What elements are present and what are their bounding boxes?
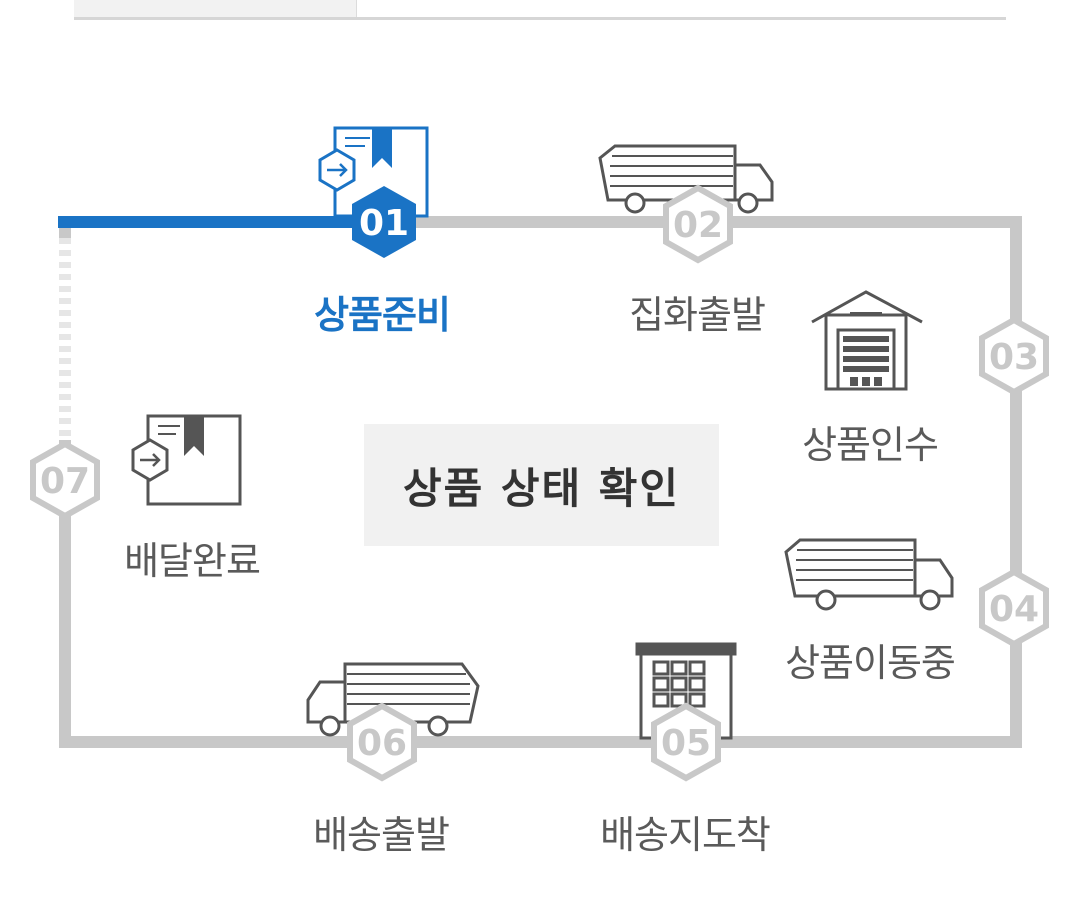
package-box-icon <box>318 126 429 218</box>
step-number-05: 05 <box>661 723 711 764</box>
step-label-01: 상품준비 <box>314 293 451 337</box>
step-label-02: 집화출발 <box>629 293 766 337</box>
step-badge-07[interactable]: 07 <box>30 440 100 520</box>
step-label-03: 상품인수 <box>802 423 939 467</box>
step-number-02: 02 <box>673 205 723 246</box>
step-badge-05[interactable]: 05 <box>651 702 721 782</box>
step-label-07: 배달완료 <box>124 539 261 583</box>
step-number-03: 03 <box>989 337 1039 378</box>
warehouse-icon <box>811 290 923 391</box>
truck-icon <box>784 538 954 611</box>
step-badge-01[interactable]: 01 <box>352 186 416 258</box>
top-tab-bar <box>74 0 1006 20</box>
step-number-06: 06 <box>357 723 407 764</box>
step-badge-06[interactable]: 06 <box>347 702 417 782</box>
step-badge-02[interactable]: 02 <box>663 184 733 264</box>
step-badge-03[interactable]: 03 <box>979 316 1049 396</box>
status-title-box: 상품 상태 확인 <box>364 424 719 546</box>
step-label-05: 배송지도착 <box>600 813 771 857</box>
step-number-04: 04 <box>989 589 1039 630</box>
top-tab-segment[interactable] <box>74 0 357 18</box>
step-label-04: 상품이동중 <box>785 641 956 685</box>
step-label-06: 배송출발 <box>313 813 450 857</box>
step-number-07: 07 <box>40 461 90 502</box>
top-tab-rule <box>74 17 1006 20</box>
step-number-01: 01 <box>359 203 409 244</box>
step-badge-04[interactable]: 04 <box>979 568 1049 648</box>
package-box-icon <box>131 414 242 506</box>
status-title: 상품 상태 확인 <box>402 463 681 513</box>
